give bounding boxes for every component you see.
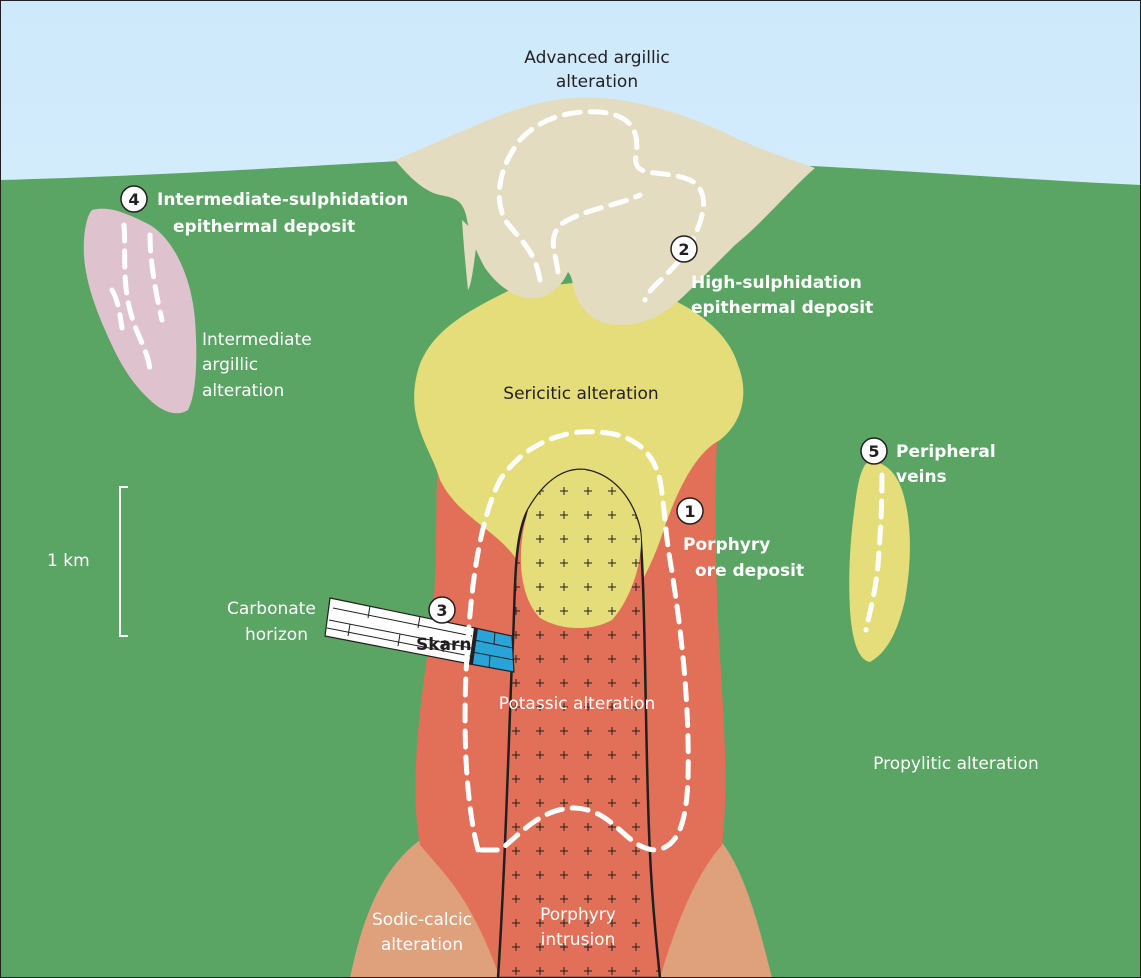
porphyry-ore-label-line1: Porphyry [683, 535, 770, 555]
marker-2: 2 [671, 236, 697, 262]
intermediate-sulphidation-label-line1: Intermediate-sulphidation [157, 190, 408, 210]
sodic-calcic-label-line2: alteration [381, 935, 463, 955]
marker-5: 5 [861, 438, 887, 464]
marker-3: 3 [429, 597, 455, 623]
marker-1-number: 1 [684, 502, 695, 521]
marker-4: 4 [121, 186, 147, 212]
porphyry-ore-label-line2: ore deposit [695, 561, 804, 581]
high-sulphidation-label-line2: epithermal deposit [691, 298, 873, 318]
marker-5-number: 5 [868, 442, 879, 461]
propylitic-label: Propylitic alteration [873, 754, 1039, 774]
sericitic-label: Sericitic alteration [503, 384, 658, 404]
potassic-label: Potassic alteration [499, 694, 656, 714]
skarn-label: Skarn [416, 635, 472, 655]
marker-4-number: 4 [128, 190, 139, 209]
marker-1: 1 [677, 498, 703, 524]
marker-3-number: 3 [436, 601, 447, 620]
peripheral-veins-label-line2: veins [896, 467, 947, 487]
intermediate-sulphidation-label-line2: epithermal deposit [173, 217, 355, 237]
intermediate-argillic-label-line2: argillic [202, 355, 258, 375]
carbonate-horizon-label-line1: Carbonate [227, 599, 316, 619]
intermediate-argillic-label-line1: Intermediate [202, 330, 312, 350]
porphyry-intrusion-label-line1: Porphyry [540, 905, 616, 925]
intermediate-argillic-label-line3: alteration [202, 381, 284, 401]
scale-label: 1 km [47, 551, 90, 571]
sodic-calcic-label-line1: Sodic-calcic [372, 910, 472, 930]
carbonate-horizon-label-line2: horizon [245, 625, 308, 645]
marker-2-number: 2 [678, 240, 689, 259]
advanced-argillic-label-line2: alteration [556, 72, 638, 92]
porphyry-intrusion-label-line2: intrusion [541, 930, 616, 950]
peripheral-veins-label-line1: Peripheral [896, 442, 996, 462]
high-sulphidation-label-line1: High-sulphidation [691, 273, 862, 293]
advanced-argillic-label-line1: Advanced argillic [524, 48, 670, 68]
